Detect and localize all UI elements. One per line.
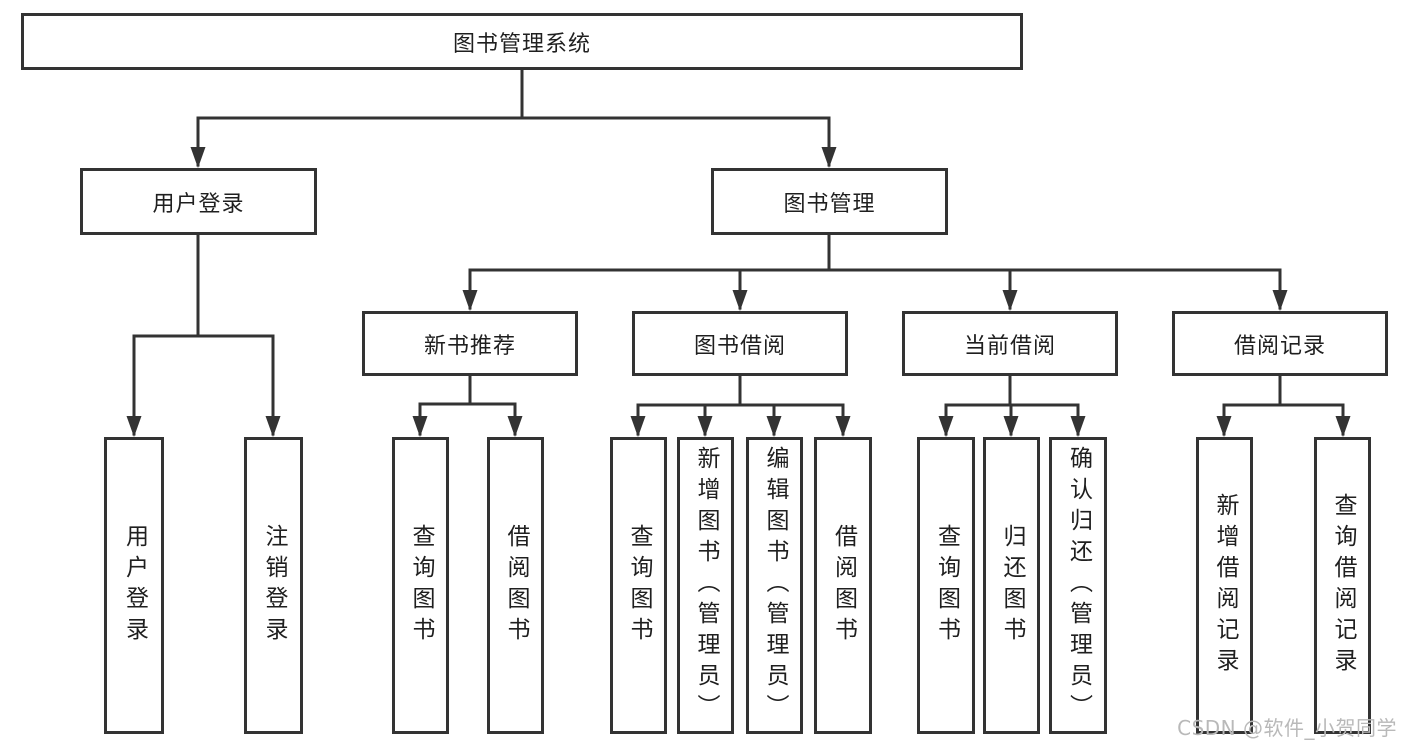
node-borrow-record: 借阅记录 — [1172, 311, 1388, 376]
leaf-logout-label: 注销登录 — [261, 523, 287, 648]
leaf-add-book-admin-label: 新增图书（管理员） — [693, 446, 719, 725]
leaf-user-login-label: 用户登录 — [121, 523, 148, 648]
node-borrow-record-label: 借阅记录 — [1233, 333, 1326, 359]
leaf-query-book-recommend-label: 查询图书 — [408, 523, 434, 648]
node-new-book-recommend: 新书推荐 — [362, 311, 578, 376]
node-current-borrow-label: 当前借阅 — [963, 333, 1056, 359]
node-book-borrow-label: 图书借阅 — [693, 333, 786, 359]
node-current-borrow: 当前借阅 — [902, 311, 1118, 376]
leaf-query-book-recommend: 查询图书 — [392, 437, 449, 734]
leaf-query-book-current-label: 查询图书 — [933, 523, 960, 648]
leaf-user-login: 用户登录 — [104, 437, 164, 734]
leaf-query-borrow-record-label: 查询借阅记录 — [1330, 492, 1356, 679]
leaf-edit-book-admin-label: 编辑图书（管理员） — [762, 446, 788, 725]
leaf-borrow-book-recommend: 借阅图书 — [487, 437, 544, 734]
leaf-borrow-book-label: 借阅图书 — [830, 523, 857, 648]
leaf-query-book-borrow: 查询图书 — [610, 437, 667, 734]
leaf-borrow-book-recommend-label: 借阅图书 — [503, 523, 529, 648]
leaf-confirm-return-admin: 确认归还（管理员） — [1049, 437, 1107, 734]
leaf-return-book-label: 归还图书 — [999, 523, 1025, 648]
leaf-query-borrow-record: 查询借阅记录 — [1314, 437, 1371, 734]
leaf-borrow-book: 借阅图书 — [814, 437, 872, 734]
leaf-add-borrow-record: 新增借阅记录 — [1196, 437, 1253, 734]
node-user-login-label: 用户登录 — [152, 191, 245, 217]
node-book-mgmt-label: 图书管理 — [783, 191, 876, 217]
node-root-system: 图书管理系统 — [21, 13, 1023, 70]
leaf-confirm-return-admin-label: 确认归还（管理员） — [1065, 446, 1092, 725]
leaf-add-book-admin: 新增图书（管理员） — [677, 437, 734, 734]
csdn-watermark: CSDN @软件_小贺同学 — [1177, 716, 1397, 740]
leaf-query-book-borrow-label: 查询图书 — [626, 523, 652, 648]
leaf-edit-book-admin: 编辑图书（管理员） — [746, 437, 803, 734]
node-book-mgmt: 图书管理 — [711, 168, 948, 235]
node-book-borrow: 图书借阅 — [632, 311, 848, 376]
node-root-system-label: 图书管理系统 — [452, 31, 591, 57]
leaf-logout: 注销登录 — [244, 437, 303, 734]
node-user-login: 用户登录 — [80, 168, 317, 235]
leaf-add-borrow-record-label: 新增借阅记录 — [1212, 492, 1238, 679]
leaf-return-book: 归还图书 — [983, 437, 1040, 734]
leaf-query-book-current: 查询图书 — [917, 437, 975, 734]
node-new-book-recommend-label: 新书推荐 — [423, 333, 516, 359]
